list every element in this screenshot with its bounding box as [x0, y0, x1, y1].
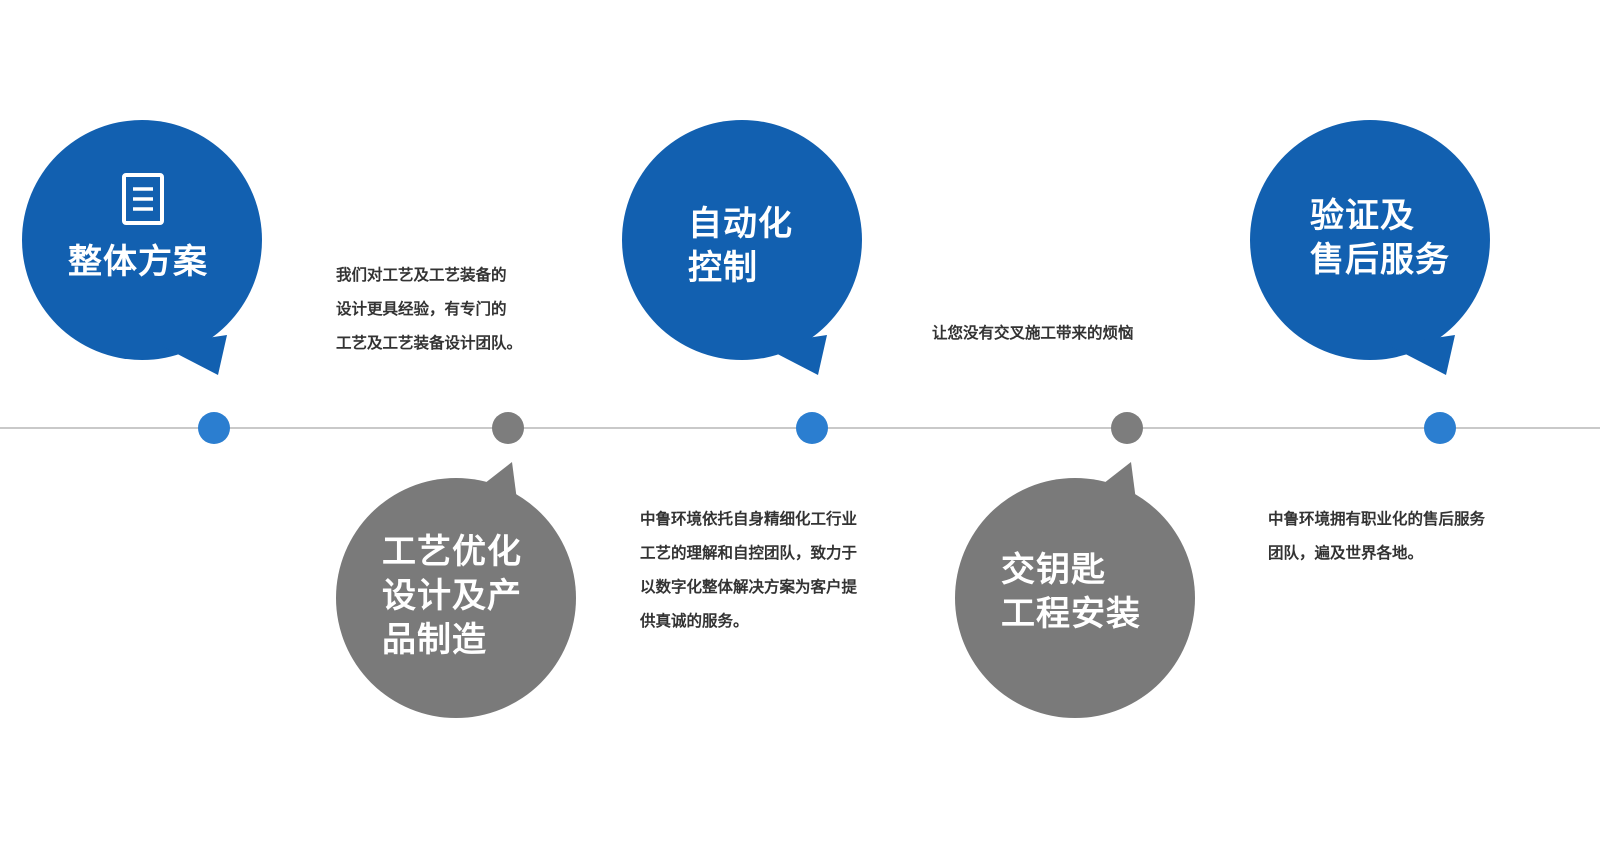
- step-3-bubble: 自动化 控制: [622, 120, 862, 375]
- step-4-description: 中鲁环境拥有职业化的售后服务 团队，遍及世界各地。: [1268, 510, 1486, 562]
- step-4-bubble: 交钥匙 工程安装: [955, 462, 1195, 718]
- step-5-bubble: 验证及 售后服务: [1250, 120, 1490, 375]
- speech-bubble-shape: [1250, 120, 1490, 375]
- step-1-title: 整体方案: [68, 242, 208, 282]
- timeline-dot-2: [492, 412, 524, 444]
- step-1-description: 我们对工艺及工艺装备的 设计更具经验，有专门的 工艺及工艺装备设计团队。: [336, 266, 523, 352]
- timeline-dot-3: [796, 412, 828, 444]
- step-4-title: 交钥匙 工程安装: [1001, 550, 1141, 634]
- step-1-bubble: 整体方案: [22, 120, 262, 375]
- timeline-dot-1: [198, 412, 230, 444]
- speech-bubble-shape: [336, 462, 576, 718]
- step-2-description: 中鲁环境依托自身精细化工行业 工艺的理解和自控团队，致力于 以数字化整体解决方案…: [640, 510, 858, 630]
- step-2-title: 工艺优化 设计及产 品制造: [382, 532, 522, 660]
- step-5-title: 验证及 售后服务: [1310, 196, 1450, 280]
- step-3-description: 让您没有交叉施工带来的烦恼: [932, 324, 1134, 342]
- speech-bubble-shape: [622, 120, 862, 375]
- timeline-dot-4: [1111, 412, 1143, 444]
- speech-bubble-shape: [22, 120, 262, 375]
- speech-bubble-shape: [955, 462, 1195, 718]
- step-3-title: 自动化 控制: [688, 204, 793, 288]
- timeline-dot-5: [1424, 412, 1456, 444]
- document-icon: [121, 172, 165, 226]
- step-2-bubble: 工艺优化 设计及产 品制造: [336, 462, 576, 718]
